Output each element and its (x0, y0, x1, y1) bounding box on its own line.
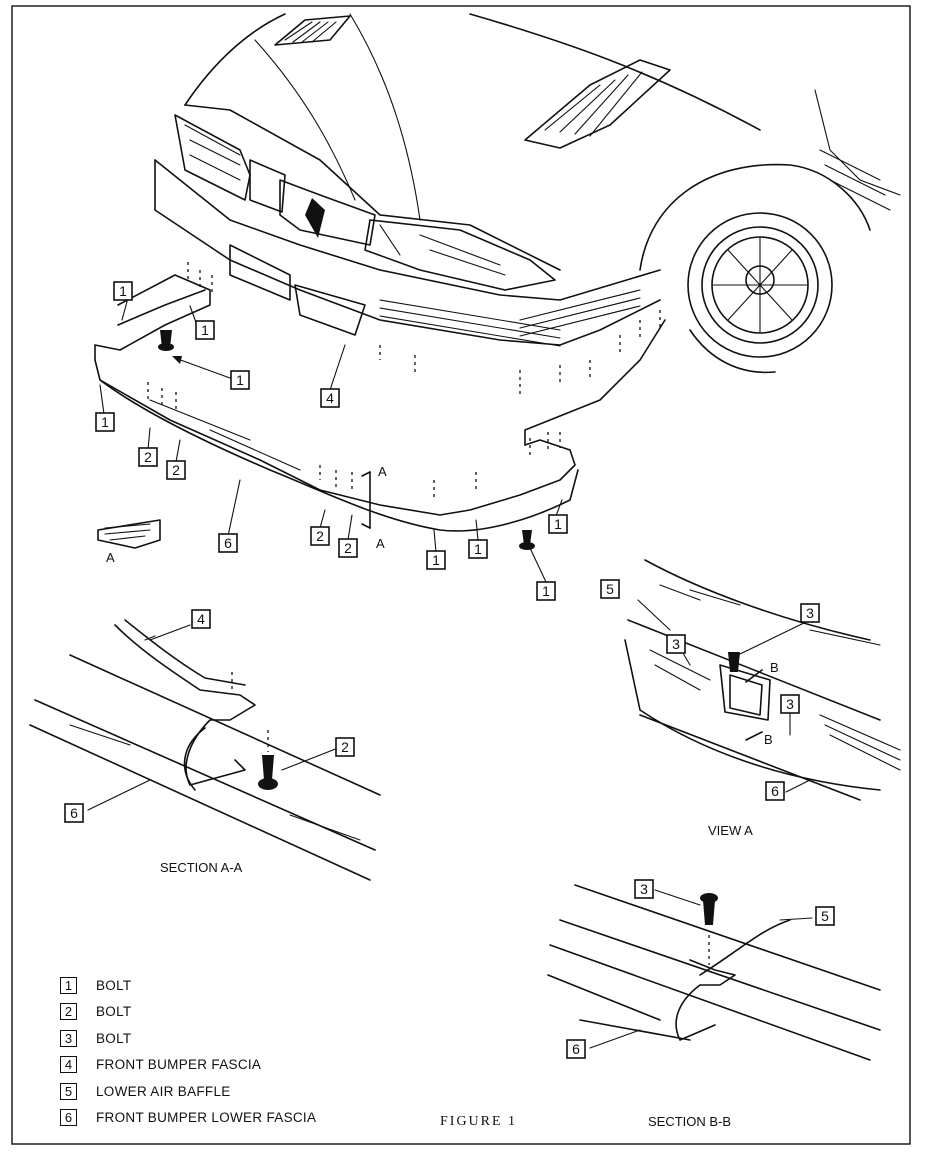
svg-text:3: 3 (786, 696, 794, 712)
svg-text:3: 3 (672, 636, 680, 652)
callout-2-d: 2 (338, 538, 358, 558)
callout-2-a: 2 (138, 447, 158, 467)
svg-text:5: 5 (821, 908, 829, 924)
svg-text:6: 6 (771, 783, 779, 799)
callout-2-c: 2 (310, 526, 330, 546)
legend-item: 6 FRONT BUMPER LOWER FASCIA (60, 1105, 316, 1132)
section-bb-label: SECTION B-B (648, 1114, 731, 1129)
cut-b-top-label: B (770, 660, 779, 675)
callout-3-viewa-a: 3 (800, 603, 820, 623)
legend-label: BOLT (96, 1004, 132, 1020)
callout-6-viewa: 6 (765, 781, 785, 801)
svg-text:1: 1 (542, 583, 550, 599)
svg-text:2: 2 (144, 449, 152, 465)
legend-label: LOWER AIR BAFFLE (96, 1083, 231, 1099)
svg-text:4: 4 (197, 611, 205, 627)
svg-text:2: 2 (344, 540, 352, 556)
callout-5-section-b: 5 (815, 906, 835, 926)
svg-text:3: 3 (640, 881, 648, 897)
callout-1-b: 1 (195, 320, 215, 340)
callout-1-e: 1 (426, 550, 446, 570)
figure-caption: FIGURE 1 (440, 1114, 518, 1129)
svg-text:1: 1 (554, 516, 562, 532)
callout-4-section: 4 (191, 609, 211, 629)
svg-text:1: 1 (201, 322, 209, 338)
svg-text:3: 3 (806, 605, 814, 621)
legend-item: 5 LOWER AIR BAFFLE (60, 1078, 316, 1105)
callout-3-viewa-b: 3 (666, 634, 686, 654)
svg-text:1: 1 (236, 372, 244, 388)
svg-text:2: 2 (316, 528, 324, 544)
parts-legend: 1 BOLT 2 BOLT 3 BOLT 4 FRONT BUMPER FASC… (60, 972, 316, 1131)
callout-2-b: 2 (166, 460, 186, 480)
callout-5-viewa: 5 (600, 579, 620, 599)
view-a-label: VIEW A (708, 823, 753, 838)
cut-b-bottom-label: B (764, 732, 773, 747)
svg-text:6: 6 (572, 1041, 580, 1057)
bolt-drawings (158, 330, 535, 550)
section-b-b-detail (547, 884, 881, 1061)
callout-group: 1 1 1 1 2 2 4 6 2 2 1 1 1 1 4 2 6 5 3 3 … (64, 281, 835, 1059)
lower-fascia-part (94, 262, 666, 532)
legend-label: FRONT BUMPER LOWER FASCIA (96, 1110, 317, 1126)
callout-6-section-a: 6 (64, 803, 84, 823)
cut-a-bottom-label: A (376, 536, 385, 551)
legend-label: FRONT BUMPER FASCIA (96, 1057, 262, 1073)
legend-number: 1 (60, 976, 77, 994)
cut-a-top-label: A (378, 464, 387, 479)
legend-item: 2 BOLT (60, 999, 316, 1026)
legend-item: 1 BOLT (60, 972, 316, 999)
svg-text:6: 6 (70, 805, 78, 821)
svg-text:4: 4 (326, 390, 334, 406)
callout-3-section-b: 3 (634, 879, 654, 899)
callout-6-section-b: 6 (566, 1039, 586, 1059)
legend-number: 5 (60, 1082, 77, 1100)
callout-1-a: 1 (113, 281, 133, 301)
page-frame (11, 5, 911, 1145)
svg-text:2: 2 (341, 739, 349, 755)
svg-text:1: 1 (101, 414, 109, 430)
section-aa-label: SECTION A-A (160, 860, 243, 875)
svg-text:1: 1 (119, 283, 127, 299)
legend-item: 4 FRONT BUMPER FASCIA (60, 1052, 316, 1079)
callout-1-c: 1 (230, 370, 250, 390)
legend-label: BOLT (96, 1030, 132, 1046)
svg-text:6: 6 (224, 535, 232, 551)
svg-text:5: 5 (606, 581, 614, 597)
legend-number: 3 (60, 1029, 77, 1047)
svg-text:1: 1 (432, 552, 440, 568)
callout-2-section: 2 (335, 737, 355, 757)
view-a-arrow: A (97, 519, 161, 565)
legend-label: BOLT (96, 977, 132, 993)
callout-1-g: 1 (548, 514, 568, 534)
svg-text:2: 2 (172, 462, 180, 478)
svg-text:1: 1 (474, 541, 482, 557)
callout-3-viewa-c: 3 (780, 694, 800, 714)
view-marker-label: A (106, 550, 115, 565)
car-front-illustration (154, 13, 901, 395)
view-a-detail (624, 559, 901, 801)
section-a-a-detail (29, 619, 381, 881)
legend-number: 4 (60, 1056, 77, 1074)
callout-1-d: 1 (95, 412, 115, 432)
callout-1-h: 1 (536, 581, 556, 601)
callout-1-f: 1 (468, 539, 488, 559)
legend-number: 2 (60, 1003, 77, 1021)
callout-4-top: 4 (320, 388, 340, 408)
legend-number: 6 (60, 1109, 77, 1127)
callout-6-top: 6 (218, 533, 238, 553)
legend-item: 3 BOLT (60, 1025, 316, 1052)
